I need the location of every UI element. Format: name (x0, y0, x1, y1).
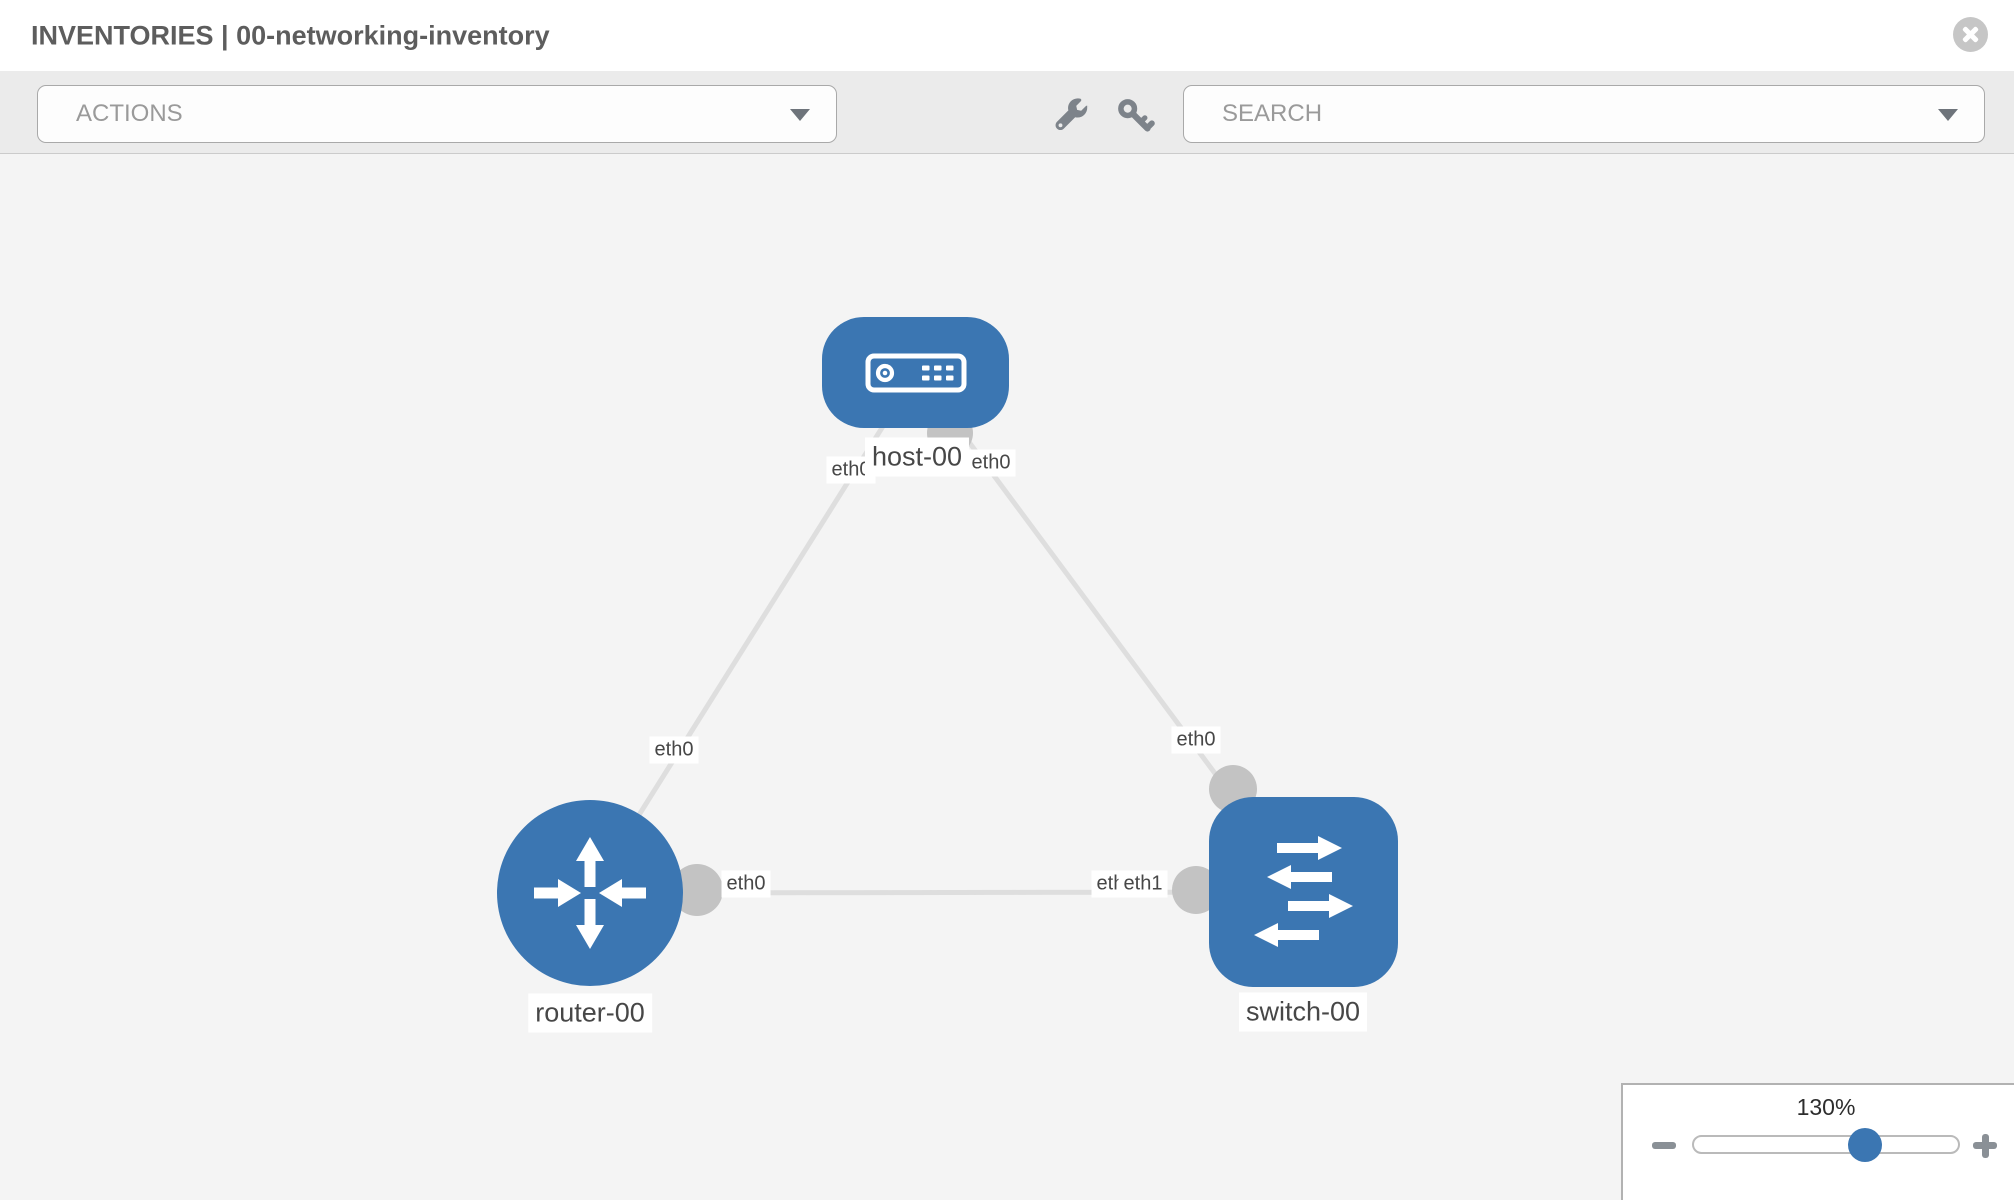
chevron-down-icon (790, 109, 810, 121)
key-icon (1118, 99, 1155, 132)
actions-dropdown-label: ACTIONS (76, 100, 183, 127)
interface-label: eth0 (1171, 726, 1221, 754)
zoom-control-panel: 130% (1621, 1083, 2014, 1200)
interface-label: eth0 (649, 736, 699, 764)
search-dropdown-label: SEARCH (1222, 100, 1323, 127)
interface-label: eth0 (966, 449, 1016, 477)
configure-button[interactable] (1048, 93, 1094, 139)
node-switch-00[interactable] (1209, 797, 1398, 987)
node-host-00[interactable] (822, 317, 1009, 428)
node-label-switch: switch-00 (1238, 992, 1368, 1032)
zoom-slider-thumb[interactable] (1848, 1128, 1882, 1162)
topology-links-layer (587, 370, 1306, 916)
node-label-router: router-00 (528, 993, 652, 1033)
node-router-00[interactable] (497, 800, 683, 986)
toolbar: ACTIONS SEARCH (0, 71, 2014, 154)
switch-arrows-icon (1253, 836, 1353, 947)
minus-icon (1652, 1142, 1676, 1149)
actions-dropdown[interactable]: ACTIONS (37, 85, 837, 143)
chevron-down-icon (1938, 109, 1958, 121)
wrench-icon (1055, 98, 1089, 131)
search-dropdown[interactable]: SEARCH (1183, 85, 1985, 143)
header-bar: INVENTORIES | 00-networking-inventory (0, 0, 2014, 71)
credentials-button[interactable] (1112, 93, 1158, 139)
server-icon (865, 353, 966, 392)
interface-label: eth0 (721, 870, 771, 898)
close-button[interactable] (1953, 17, 1988, 52)
interface-label: eth1 (1118, 870, 1168, 898)
zoom-level-value: 130% (1796, 1094, 1856, 1120)
topology-canvas[interactable]: eth0 eth0 eth0 eth0 eth0 eth0 eth1 host-… (0, 154, 2014, 1200)
port-router-right (671, 864, 723, 916)
router-arrows-icon (534, 837, 646, 949)
page-title: INVENTORIES | 00-networking-inventory (31, 20, 550, 50)
zoom-out-button[interactable] (1649, 1130, 1679, 1160)
node-label-host: host-00 (864, 437, 970, 477)
zoom-slider-track[interactable] (1692, 1135, 1960, 1154)
port-switch-left (1172, 866, 1220, 914)
zoom-in-button[interactable] (1970, 1130, 2000, 1160)
